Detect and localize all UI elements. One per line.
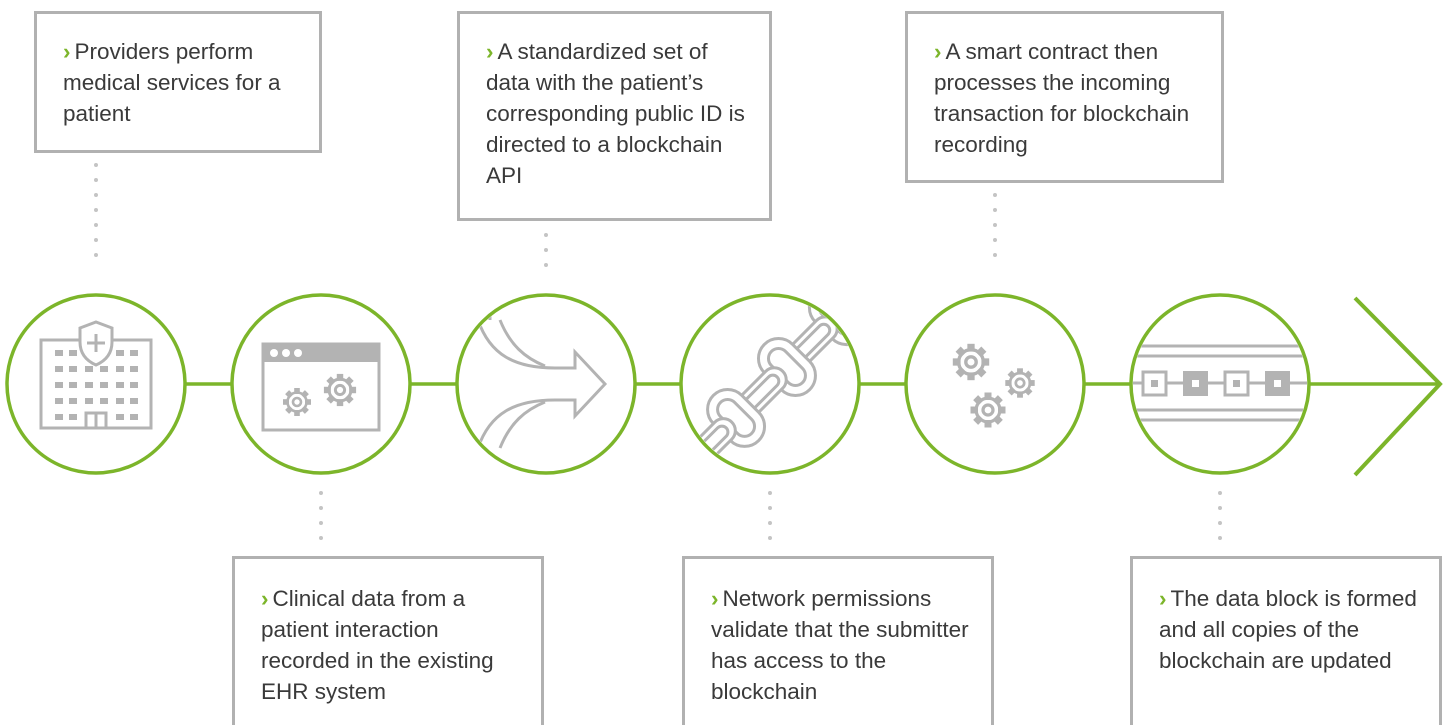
- step-text: A standardized set of data with the pati…: [486, 39, 745, 188]
- chevron-right-icon: [1353, 296, 1443, 477]
- hospital-icon: [39, 320, 153, 430]
- step-box-data-block: ›The data block is formed and all copies…: [1130, 556, 1442, 725]
- step-box-network-permissions: ›Network permissions validate that the s…: [682, 556, 994, 725]
- step-box-clinical-data: ›Clinical data from a patient interactio…: [232, 556, 544, 725]
- step-text: Providers perform medical services for a…: [63, 39, 281, 126]
- step-text: Network permissions validate that the su…: [711, 586, 969, 704]
- step-text: The data block is formed and all copies …: [1159, 586, 1417, 673]
- browser-gears-icon: [261, 342, 381, 432]
- timeline-node: [455, 293, 637, 475]
- step-text: Clinical data from a patient interaction…: [261, 586, 494, 704]
- timeline-node: [904, 293, 1086, 475]
- chevron-bullet-icon: ›: [711, 586, 719, 611]
- block-chain-icon: [1133, 344, 1307, 422]
- step-box-providers: ›Providers perform medical services for …: [34, 11, 322, 153]
- chevron-bullet-icon: ›: [1159, 586, 1167, 611]
- chevron-bullet-icon: ›: [934, 39, 942, 64]
- chevron-bullet-icon: ›: [63, 39, 71, 64]
- timeline-node: [230, 293, 412, 475]
- step-text: A smart contract then processes the inco…: [934, 39, 1190, 157]
- chevron-bullet-icon: ›: [261, 586, 269, 611]
- step-box-blockchain-api: ›A standardized set of data with the pat…: [457, 11, 772, 221]
- step-box-smart-contract: ›A smart contract then processes the inc…: [905, 11, 1224, 183]
- chevron-bullet-icon: ›: [486, 39, 494, 64]
